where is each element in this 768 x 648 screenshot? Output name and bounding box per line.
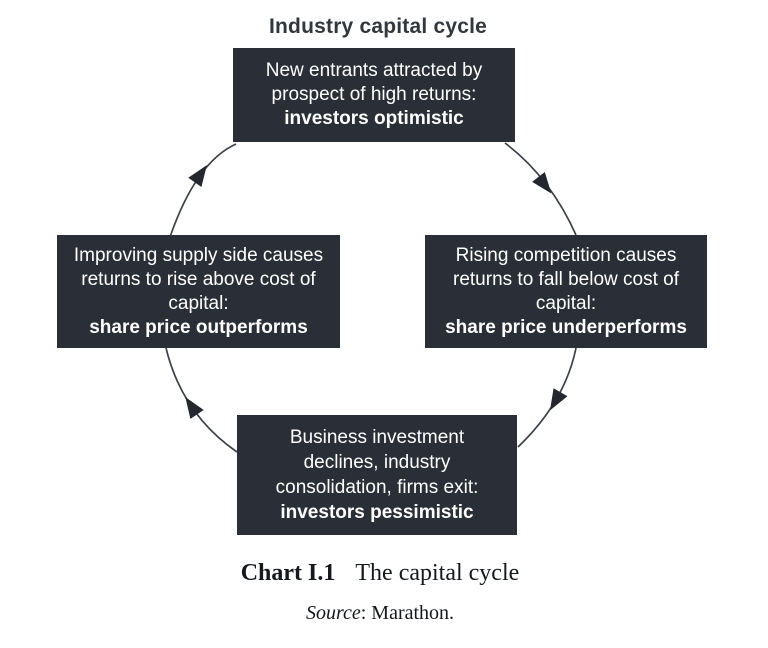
box-line: capital: (535, 292, 597, 314)
box-emphasis-line: share price outperforms (89, 316, 308, 338)
arc-right-to-bottom (517, 347, 577, 448)
box-rising-competition: Rising competition causes returns to fal… (425, 235, 707, 348)
arrowhead-left-to-top-icon (188, 165, 207, 187)
box-line: Business investment (289, 427, 465, 448)
box-emphasis-line: share price underperforms (445, 316, 687, 338)
arrowhead-bottom-to-left-icon (185, 397, 204, 419)
box-line: declines, industry (303, 452, 451, 473)
box-line: consolidation, firms exit: (275, 477, 479, 498)
figure-caption: Chart I.1 The capital cycle (0, 560, 760, 587)
box-emphasis-line: investors optimistic (284, 108, 464, 129)
box-emphasis-line: investors pessimistic (280, 502, 474, 523)
source-label: Source (305, 602, 361, 624)
arrowhead-right-to-bottom-icon (550, 388, 568, 411)
caption-label: Chart I.1 (240, 560, 336, 586)
box-line: capital: (168, 292, 229, 314)
source-text: : Marathon. (360, 602, 455, 624)
figure-source: Source: Marathon. (0, 602, 760, 625)
box-line: New entrants attracted by (265, 60, 483, 81)
arc-left-to-top (169, 143, 237, 238)
box-line: returns to rise above cost of (81, 268, 316, 290)
box-business-investment: Business investment declines, industry c… (237, 415, 517, 535)
caption-title: The capital cycle (355, 560, 520, 586)
box-line: Improving supply side causes (73, 244, 324, 266)
box-line: prospect of high returns: (271, 84, 477, 105)
arc-top-to-right (504, 142, 577, 236)
box-line: returns to fall below cost of (453, 268, 679, 290)
box-improving-supply: Improving supply side causes returns to … (57, 235, 340, 348)
arrowhead-top-to-right-icon (532, 171, 552, 194)
box-new-entrants: New entrants attracted by prospect of hi… (233, 48, 515, 142)
box-line: Rising competition causes (455, 244, 677, 266)
diagram-title: Industry capital cycle (269, 15, 487, 38)
arc-bottom-to-left (165, 347, 238, 453)
